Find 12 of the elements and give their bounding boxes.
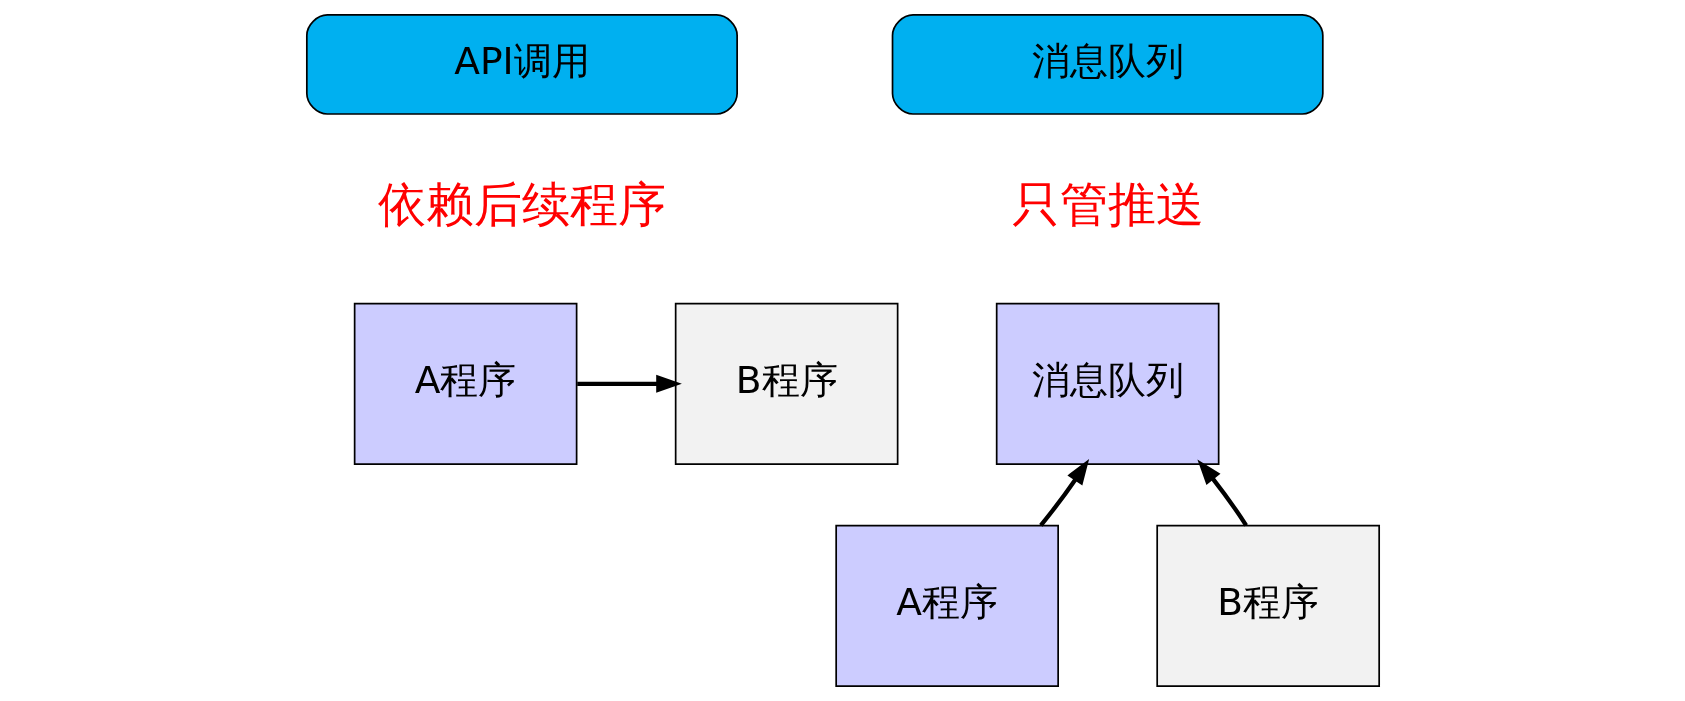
arrow — [1196, 459, 1248, 527]
node-box: A程序 — [834, 524, 1059, 687]
node-box: B程序 — [674, 302, 898, 465]
node-box: API调用 — [305, 14, 738, 115]
node-box: 消息队列 — [995, 302, 1219, 465]
node-box: B程序 — [1155, 524, 1380, 687]
node-box: 消息队列 — [891, 14, 1324, 115]
arrow — [576, 374, 682, 393]
node-box: A程序 — [353, 302, 577, 465]
label: 只管推送 — [1011, 176, 1204, 232]
arrow — [1038, 459, 1089, 527]
label: 依赖后续程序 — [377, 176, 666, 232]
